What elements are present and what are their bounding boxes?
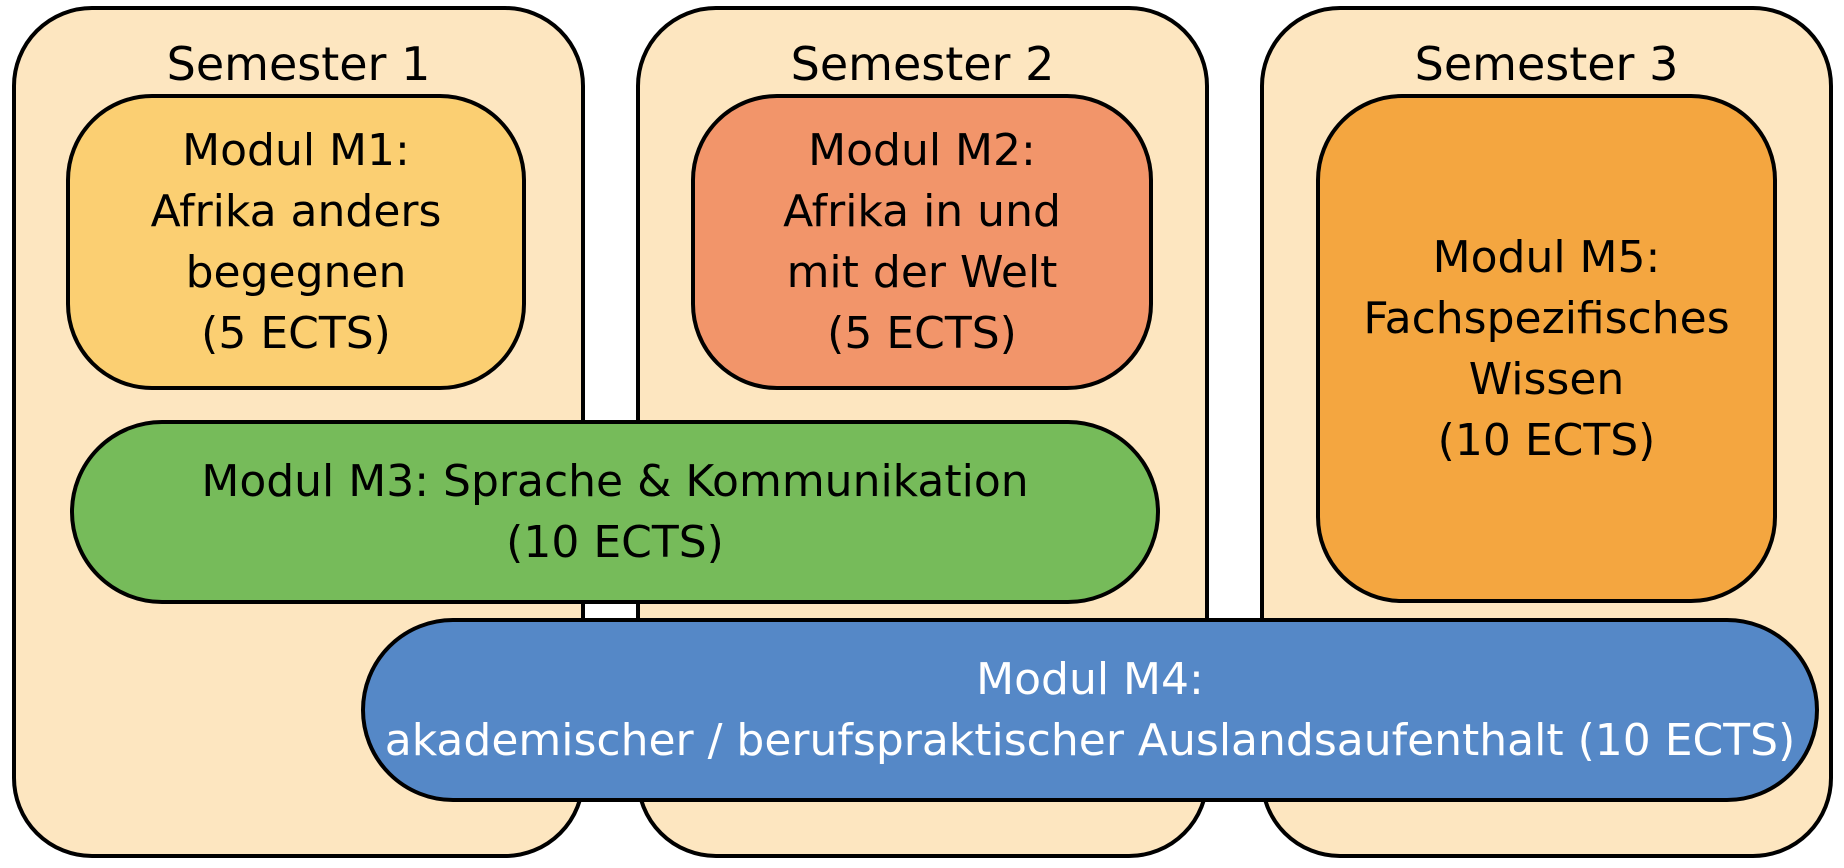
module-m5-name-line-1: Fachspezifisches <box>1363 292 1730 344</box>
module-m4: Modul M4: akademischer / berufspraktisch… <box>361 618 1819 802</box>
semester-1-title: Semester 1 <box>166 37 431 91</box>
semester-3-title: Semester 3 <box>1414 37 1679 91</box>
module-m3-title: Modul M3: Sprache & Kommunikation <box>201 456 1029 507</box>
module-m4-description: akademischer / berufspraktischer Ausland… <box>384 715 1796 766</box>
module-m4-title: Modul M4: <box>976 654 1204 705</box>
module-m2-name-line-2: mit der Welt <box>786 247 1058 298</box>
module-m5-credits: (10 ECTS) <box>1437 414 1656 466</box>
module-m2: Modul M2: Afrika in und mit der Welt (5 … <box>691 94 1153 390</box>
module-m1-name-line-2: begegnen <box>185 247 407 298</box>
module-m1-title: Modul M1: <box>182 125 410 176</box>
module-m2-name-line-1: Afrika in und <box>783 186 1061 237</box>
module-m1-name-line-1: Afrika anders <box>150 186 442 237</box>
module-m2-title: Modul M2: <box>808 125 1036 176</box>
semester-2-title: Semester 2 <box>790 37 1055 91</box>
module-m2-credits: (5 ECTS) <box>827 308 1017 359</box>
module-m5-name-line-2: Wissen <box>1468 353 1625 405</box>
module-m3-credits: (10 ECTS) <box>506 517 724 568</box>
module-m5-title: Modul M5: <box>1432 231 1661 283</box>
module-m1-credits: (5 ECTS) <box>201 308 391 359</box>
module-m3: Modul M3: Sprache & Kommunikation (10 EC… <box>70 420 1160 604</box>
module-m5: Modul M5: Fachspezifisches Wissen (10 EC… <box>1316 94 1777 603</box>
module-m1: Modul M1: Afrika anders begegnen (5 ECTS… <box>66 94 526 390</box>
